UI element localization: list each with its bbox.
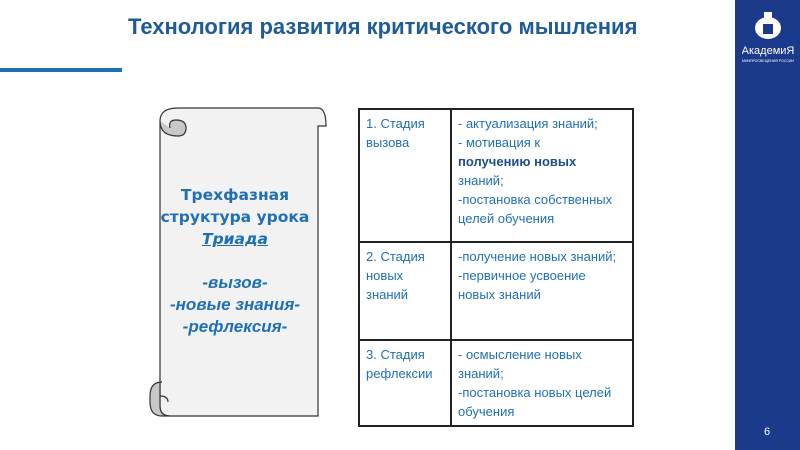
table-row: 1. Стадия вызова - актуализация знаний; … xyxy=(358,108,634,243)
desc-line: -постановка новых целей обучения xyxy=(458,385,612,419)
scroll-line: -новые знания- xyxy=(170,295,300,314)
desc-line: - актуализация знаний; xyxy=(458,116,598,131)
stages-table: 1. Стадия вызова - актуализация знаний; … xyxy=(358,108,634,427)
scroll-line: Трехфазная xyxy=(180,186,290,204)
scroll-line: -вызов- xyxy=(202,273,268,292)
accent-line xyxy=(0,68,122,72)
scroll-triad: Триада xyxy=(202,230,268,248)
stage-cell: 3. Стадия рефлексии xyxy=(358,339,452,427)
page-number: 6 xyxy=(764,426,771,438)
desc-line: знаний; xyxy=(458,173,504,188)
desc-line: получению новых xyxy=(458,154,577,169)
brand-sidebar xyxy=(735,0,800,450)
scroll-text: Трехфазная структура урока Триада -вызов… xyxy=(160,184,310,338)
logo-text: АкадемиЯ xyxy=(742,45,794,57)
desc-line: - осмысление новых знаний; xyxy=(458,347,582,381)
scroll-line: структура урока xyxy=(160,208,310,226)
desc-line: - мотивация к xyxy=(458,135,541,150)
desc-line: -постановка собственных целей обучения xyxy=(458,192,613,226)
stage-cell: 1. Стадия вызова xyxy=(358,108,452,243)
description-cell: - актуализация знаний; - мотивация к пол… xyxy=(450,108,634,243)
table-row: 3. Стадия рефлексии - осмысление новых з… xyxy=(358,339,634,427)
desc-line: -первичное усвоение новых знаний xyxy=(458,268,586,302)
eagle-emblem-icon xyxy=(755,12,781,39)
description-cell: - осмысление новых знаний; -постановка н… xyxy=(450,339,634,427)
description-cell: -получение новых знаний; -первичное усво… xyxy=(450,241,634,341)
scroll-line: -рефлексия- xyxy=(182,317,288,336)
academy-logo: АкадемиЯ МИНПРОСВЕЩЕНИЯ РОССИИ xyxy=(742,12,794,63)
stage-cell: 2. Стадия новых знаний xyxy=(358,241,452,341)
desc-line: -получение новых знаний; xyxy=(458,249,617,264)
scroll-shape xyxy=(149,107,327,417)
slide-title: Технология развития критического мышлени… xyxy=(128,14,638,39)
table-row: 2. Стадия новых знаний -получение новых … xyxy=(358,241,634,341)
logo-subtext: МИНПРОСВЕЩЕНИЯ РОССИИ xyxy=(742,59,794,63)
